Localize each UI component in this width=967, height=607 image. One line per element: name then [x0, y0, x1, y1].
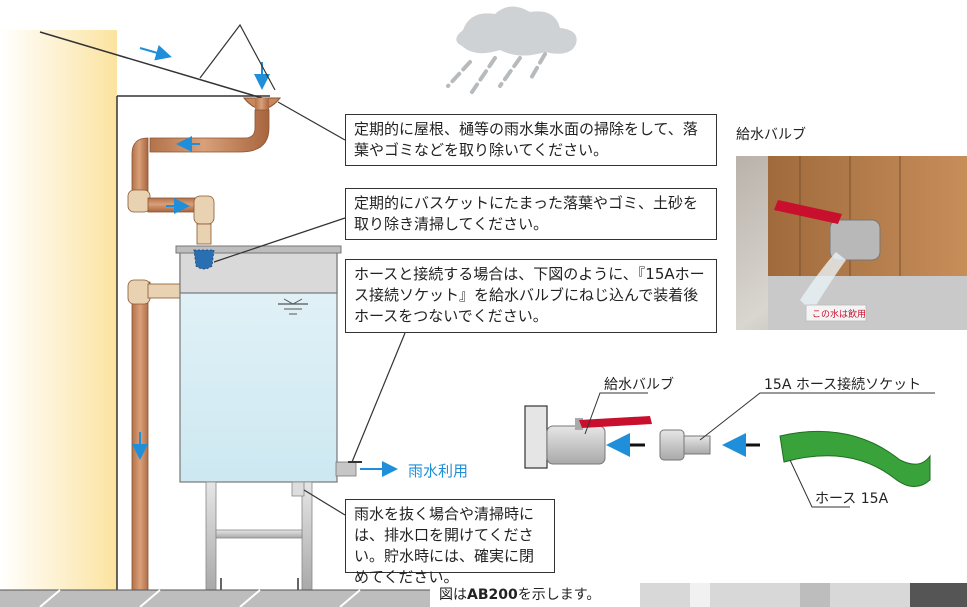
downpipe: [127, 98, 270, 245]
caption-prefix: 図は: [439, 587, 467, 603]
rain-cloud-icon: [446, 6, 577, 94]
hose-socket-label: 15A ホース接続ソケット: [764, 377, 922, 393]
note-roof-cleaning: 定期的に屋根、樋等の雨水集水面の掃除をして、落葉やゴミなどを取り除いてください。: [345, 114, 717, 166]
supply-valve: [335, 461, 398, 477]
caption-model: AB200: [467, 587, 518, 603]
supply-valve-photo-label: 給水バルブ: [736, 127, 806, 143]
roof-line: [39, 31, 263, 99]
overflow-pipe: [127, 279, 181, 591]
basket: [193, 249, 215, 270]
hose-connection-detail: [524, 405, 931, 487]
tank-stand: [205, 481, 313, 607]
drain-outlet: [291, 481, 305, 497]
valve-handle: [579, 416, 652, 428]
hose: [779, 431, 931, 487]
note-basket-cleaning: 定期的にバスケットにたまった落葉やゴミ、土砂を取り除き清掃してください。: [345, 188, 717, 240]
bottom-photo: [640, 583, 967, 607]
note-drain: 雨水を抜く場合や清掃時には、排水口を開けてください。貯水時には、確実に閉めてくだ…: [345, 499, 555, 586]
supply-valve-label: 給水バルブ: [604, 377, 674, 393]
hose-label: ホース 15A: [815, 491, 889, 507]
ground: [0, 589, 430, 607]
photo-signage: この水は飲用: [812, 308, 866, 320]
note-hose-connection: ホースと接続する場合は、下図のように、『15Aホース接続ソケット』を給水バルブに…: [345, 259, 717, 333]
caption-suffix: を示します。: [517, 587, 601, 603]
valve-photo: この水は飲用: [736, 156, 967, 330]
rain-tank: [175, 245, 342, 483]
rainwater-use-label: 雨水利用: [408, 462, 469, 480]
model-caption: 図はAB200を示します。: [439, 584, 600, 604]
house-wall: [0, 30, 117, 590]
arrow-icon: [139, 45, 172, 61]
